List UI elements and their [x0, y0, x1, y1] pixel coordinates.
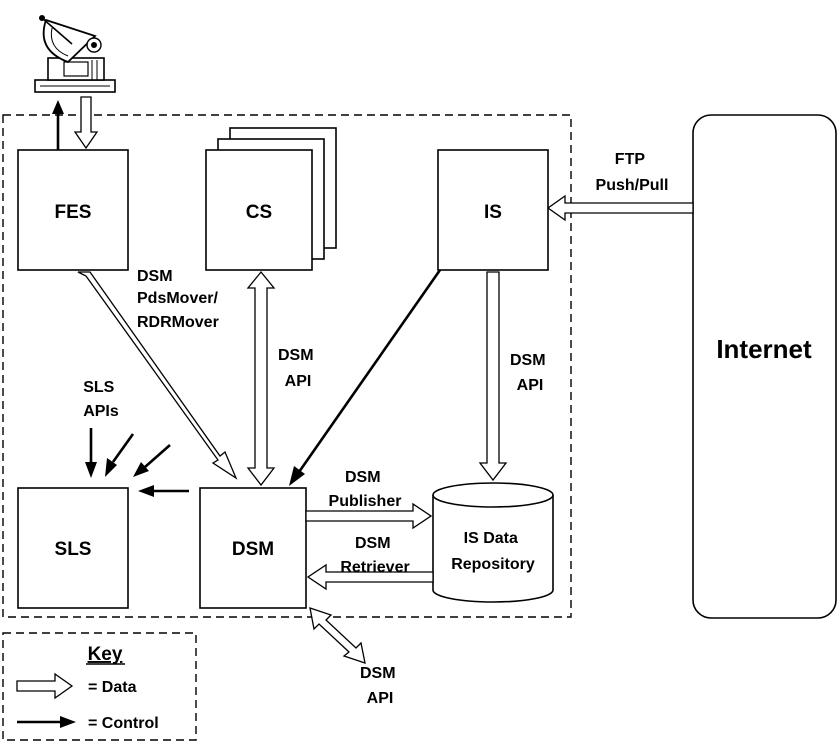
dsm-publisher-data-arrow: [305, 502, 433, 530]
key-data-label: = Data: [88, 679, 137, 696]
dsm-external-api-data-arrow: [309, 607, 366, 664]
dish-to-fes-data-arrow: [73, 96, 99, 150]
ftp-label: FTP Push/Pull: [596, 151, 669, 194]
sls-box: [17, 487, 129, 609]
sls-label: SLS: [55, 539, 92, 560]
fes-label: FES: [55, 202, 92, 223]
dsm-label: DSM: [232, 539, 274, 560]
sls-api-control-arrows: [85, 428, 189, 497]
is-label: IS: [484, 202, 502, 223]
fes-to-dish-control-arrow: [52, 100, 64, 150]
repository-label: IS Data Repository: [451, 530, 535, 573]
cs-box: [205, 149, 313, 271]
system-boundary: [2, 114, 572, 618]
cs-label: CS: [246, 202, 272, 223]
key-data-arrow: [16, 672, 74, 700]
fes-to-dsm-data-arrow: [77, 271, 238, 480]
satellite-dish-icon: [34, 15, 116, 93]
publisher-label: DSM Publisher: [329, 469, 402, 510]
is-box: [437, 149, 549, 271]
cs-api-label: DSM API: [278, 347, 318, 390]
key-title: Key: [88, 644, 123, 665]
dsm-box: [199, 487, 307, 609]
cs-dsm-data-arrow: [246, 270, 276, 487]
is-to-repository-data-arrow: [478, 271, 508, 482]
internet-box: [692, 114, 837, 619]
is-data-repository: [432, 482, 554, 603]
fes-box: [17, 149, 129, 271]
cs-stack: [205, 127, 337, 271]
internet-to-is-data-arrow: [546, 194, 694, 222]
is-to-dsm-control-arrow: [289, 269, 442, 486]
key-legend-box: [2, 632, 197, 741]
internet-label: Internet: [716, 334, 812, 364]
dsm-retriever-data-arrow: [306, 563, 434, 591]
sls-apis-label: SLS APIs: [83, 379, 119, 420]
key-control-label: = Control: [88, 715, 159, 732]
retriever-label: DSM Retriever: [340, 535, 409, 576]
external-api-label: DSM API: [360, 665, 400, 707]
key-control-arrow: [17, 716, 76, 728]
pds-mover-label: DSM PdsMover/ RDRMover: [137, 268, 222, 331]
is-api-label: DSM API: [510, 352, 550, 394]
